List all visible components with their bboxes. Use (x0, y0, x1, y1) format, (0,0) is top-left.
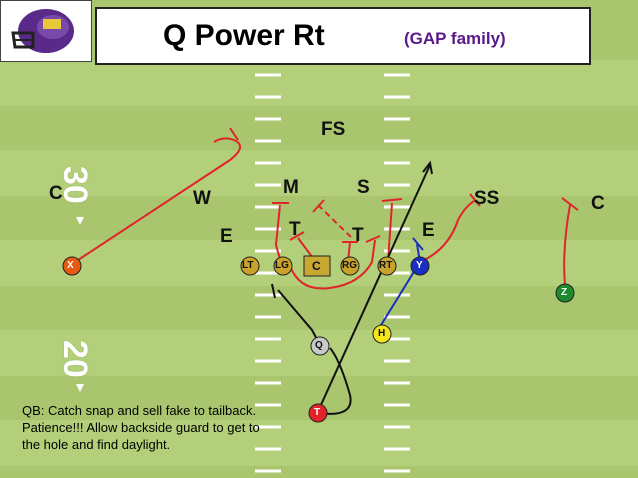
player-rg: RG (342, 260, 357, 271)
oline-blocks (272, 193, 579, 290)
play-title: Q Power Rt (163, 19, 325, 52)
defender-e-left: E (220, 226, 233, 247)
defender-t-left: T (289, 219, 301, 240)
yard-number-lower: 20 (56, 340, 94, 378)
coaching-note: QB: Catch snap and sell fake to tailback… (22, 403, 260, 452)
player-lt: LT (242, 260, 254, 271)
defender-w: W (193, 188, 211, 209)
defender-fs: FS (321, 119, 346, 140)
player-z: Z (561, 287, 568, 298)
offense-markers (62, 255, 575, 423)
player-t: T (314, 407, 321, 418)
defender-c-right: C (591, 193, 605, 214)
player-h: H (378, 328, 386, 339)
player-rt: RT (379, 260, 393, 271)
defender-c-left: C (49, 183, 63, 204)
x-route (71, 127, 241, 265)
yard-number-upper: 30 (56, 166, 94, 204)
hash-marks (255, 73, 410, 473)
defender-e-right: E (422, 220, 435, 241)
defender-t-right: T (352, 225, 364, 246)
defender-ss: SS (474, 188, 500, 209)
team-logo (0, 0, 92, 62)
player-c: C (312, 259, 321, 273)
title-box: Q Power Rt (GAP family) (95, 7, 591, 65)
backfield-routes (271, 160, 433, 419)
helmet-icon (11, 9, 74, 53)
defender-m: M (283, 177, 299, 198)
player-y: Y (416, 260, 423, 271)
defender-s: S (357, 177, 370, 198)
player-x: X (67, 260, 74, 271)
play-family: (GAP family) (404, 29, 506, 48)
yard-arrows (76, 217, 84, 392)
player-q: Q (315, 340, 323, 351)
player-lg: LG (275, 260, 289, 271)
